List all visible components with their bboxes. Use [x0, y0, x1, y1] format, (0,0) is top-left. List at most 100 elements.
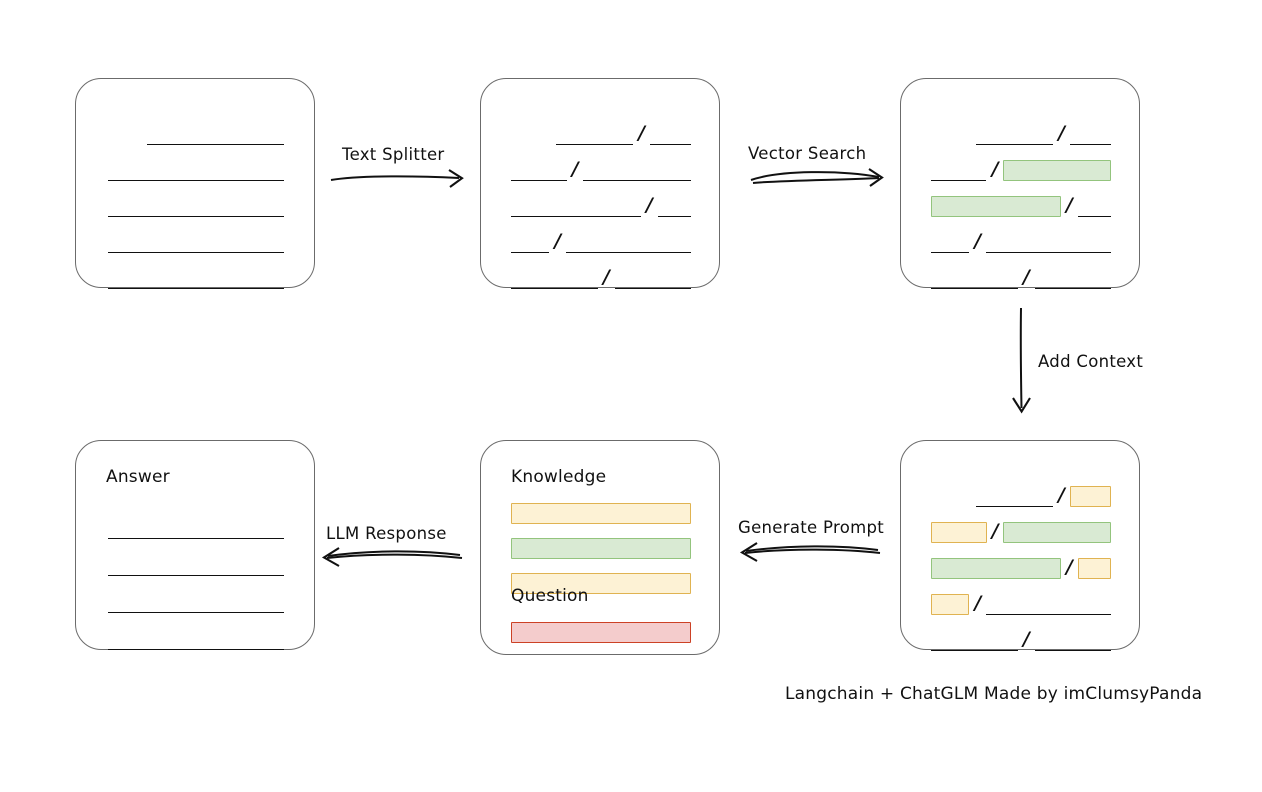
chunk-seg: [511, 269, 598, 289]
arrow-text-splitter: [330, 169, 464, 188]
chunk-row-3: /: [511, 187, 692, 217]
match-separator: /: [991, 158, 999, 180]
question-bar-red: [511, 622, 691, 643]
ctx-seg: [931, 631, 1018, 651]
match-separator: /: [1065, 194, 1073, 216]
answer-line: [108, 630, 284, 650]
diagram-caption: Langchain + ChatGLM Made by imClumsyPand…: [785, 684, 1203, 704]
doc-row-2: [108, 151, 284, 181]
ctx-row-5: /: [931, 621, 1112, 651]
doc-line: [108, 233, 284, 253]
node-split-chunks[interactable]: / / / / /: [480, 78, 720, 289]
ctx-seg-highlight-yellow: [1077, 558, 1111, 579]
knowledge-bars: [511, 496, 691, 594]
doc-line: [108, 197, 284, 217]
doc-line: [108, 161, 284, 181]
doc-line: [146, 125, 285, 145]
ctx-separator: /: [1057, 484, 1065, 506]
node-vector-matched-chunks[interactable]: / / / / /: [900, 78, 1140, 289]
ctx-seg: [976, 487, 1053, 507]
doc-row-4: [108, 223, 284, 253]
match-seg: [986, 233, 1111, 253]
chunk-seg: [511, 233, 550, 253]
source-document-rows: [108, 115, 285, 289]
knowledge-bar-yellow: [511, 503, 691, 524]
match-row-2: /: [931, 151, 1111, 181]
match-seg: [976, 125, 1053, 145]
match-row-4: /: [931, 223, 1111, 253]
answer-heading: Answer: [106, 467, 170, 487]
ctx-separator: /: [1022, 628, 1030, 650]
match-row-1: /: [931, 115, 1112, 145]
edge-label-add-context: Add Context: [1038, 352, 1144, 371]
match-separator: /: [1022, 266, 1030, 288]
answer-rows: [108, 509, 284, 650]
ctx-row-3: /: [931, 549, 1111, 579]
match-seg: [931, 233, 970, 253]
edge-label-llm-response: LLM Response: [326, 524, 447, 543]
arrow-add-context: [1012, 307, 1031, 414]
arrow-generate-prompt: [739, 542, 881, 562]
split-chunks-rows: / / / / /: [511, 115, 692, 289]
question-heading: Question: [511, 586, 589, 606]
chunk-seg: [511, 197, 641, 217]
chunk-row-5: /: [511, 259, 692, 289]
ctx-separator: /: [991, 520, 999, 542]
node-answer[interactable]: Answer: [75, 440, 315, 650]
knowledge-bar-row: [511, 566, 691, 594]
chunk-seg: [614, 269, 692, 289]
question-bar-row: [511, 615, 691, 643]
doc-line: [108, 269, 284, 289]
edge-label-generate-prompt: Generate Prompt: [738, 518, 884, 537]
chunk-separator: /: [571, 158, 579, 180]
match-separator: /: [1058, 122, 1065, 144]
chunk-seg: [657, 197, 692, 217]
answer-row: [108, 620, 284, 650]
chunk-separator: /: [602, 266, 610, 288]
answer-line: [108, 519, 284, 539]
answer-row: [108, 546, 284, 576]
context-added-rows: / / / / /: [931, 477, 1112, 651]
knowledge-bar-yellow: [511, 573, 691, 594]
knowledge-bar-row: [511, 531, 691, 559]
ctx-seg-highlight-yellow: [1069, 486, 1111, 507]
node-source-document[interactable]: [75, 78, 315, 289]
chunk-seg: [511, 161, 567, 181]
chunk-row-1: /: [511, 115, 692, 145]
ctx-seg-highlight-yellow: [931, 594, 970, 615]
match-separator: /: [974, 230, 982, 252]
edge-label-text-splitter: Text Splitter: [342, 145, 445, 164]
chunk-seg: [556, 125, 633, 145]
match-seg-highlight-green: [931, 196, 1061, 217]
answer-line: [108, 593, 284, 613]
chunk-row-2: /: [511, 151, 691, 181]
vector-matched-rows: / / / / /: [931, 115, 1112, 289]
chunk-seg: [566, 233, 691, 253]
knowledge-bar-row: [511, 496, 691, 524]
knowledge-heading: Knowledge: [511, 467, 607, 487]
chunk-separator: /: [638, 122, 645, 144]
match-seg: [931, 161, 987, 181]
chunk-seg: [649, 125, 692, 145]
arrow-vector-search: [750, 168, 884, 187]
ctx-seg: [986, 595, 1111, 615]
ctx-seg-highlight-green: [931, 558, 1061, 579]
question-bars: [511, 615, 691, 643]
ctx-seg-highlight-green: [1003, 522, 1111, 543]
ctx-seg-highlight-yellow: [931, 522, 987, 543]
match-seg: [1077, 197, 1112, 217]
ctx-separator: /: [1065, 556, 1073, 578]
chunk-separator: /: [554, 230, 562, 252]
node-context-added-chunks[interactable]: / / / / /: [900, 440, 1140, 651]
node-prompt[interactable]: Knowledge Question: [480, 440, 720, 655]
match-seg: [1034, 269, 1112, 289]
ctx-separator: /: [974, 592, 982, 614]
ctx-seg: [1034, 631, 1112, 651]
match-seg: [1069, 125, 1112, 145]
knowledge-bar-green: [511, 538, 691, 559]
edge-label-vector-search: Vector Search: [748, 144, 867, 163]
match-row-3: /: [931, 187, 1112, 217]
chunk-separator: /: [645, 194, 653, 216]
match-seg: [931, 269, 1018, 289]
